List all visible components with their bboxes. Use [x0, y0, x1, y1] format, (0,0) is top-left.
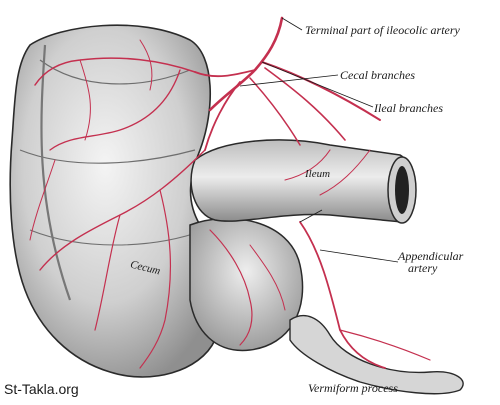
ileal-branch [284, 149, 331, 181]
cecal-branch [204, 81, 241, 151]
ileal-branch [264, 67, 346, 141]
ileum-tube [190, 139, 411, 223]
cecal-branch [34, 57, 196, 86]
cecal-branch [94, 214, 121, 331]
label-cecal-branches: Cecal branches [340, 68, 415, 82]
cecal-branch [249, 244, 286, 311]
appendix [289, 315, 464, 395]
colon-body [9, 24, 222, 378]
appendicular-branch [339, 329, 431, 361]
cecal-branch [139, 189, 172, 369]
haustral-fold [19, 149, 196, 164]
ileal-branch [319, 149, 371, 196]
label-vermiform-process: Vermiform process [308, 381, 398, 395]
label-appendicular-artery-1: Appendicular [398, 249, 464, 263]
cecal-branch [139, 39, 153, 91]
taenia-band [40, 44, 72, 301]
cecal-branch [209, 229, 253, 346]
ileal-branch [261, 61, 381, 121]
label-terminal-ileocolic-artery: Terminal part of ileocolic artery [305, 23, 460, 37]
cecal-branch [49, 69, 181, 151]
ileocolic-artery [208, 16, 284, 112]
ileum-opening [395, 166, 409, 214]
label-ileal-branches: Ileal branches [374, 101, 443, 115]
haustral-fold [39, 59, 191, 85]
artery-network [29, 16, 431, 369]
cecal-branch [194, 69, 256, 78]
appendicular-artery [299, 221, 386, 369]
label-appendicular-artery-2: artery [408, 261, 438, 275]
cecal-branch [79, 59, 91, 141]
haustral-fold [29, 229, 206, 246]
site-watermark: St-Takla.org [4, 381, 79, 397]
leader-lines [239, 17, 399, 263]
cecal-branch [29, 159, 56, 241]
label-ileum: Ileum [305, 168, 331, 180]
